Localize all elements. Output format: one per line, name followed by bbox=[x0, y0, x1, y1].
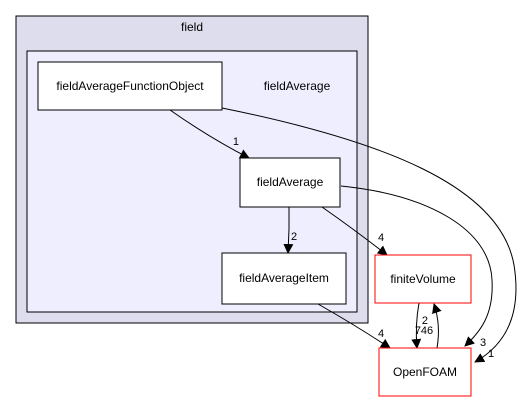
edge-of-to-fv-label: 2 bbox=[422, 315, 428, 327]
edge-fv-to-of bbox=[411, 302, 422, 349]
node-fieldaverageitem-label: fieldAverageItem bbox=[239, 271, 329, 285]
edge-fa-to-fai bbox=[283, 207, 294, 254]
edge-fv-to-of-label: 746 bbox=[415, 325, 433, 337]
edge-fa-to-fv bbox=[321, 206, 388, 256]
edge-fa-to-fv-label: 4 bbox=[378, 232, 384, 244]
edge-fai-to-of bbox=[317, 303, 391, 349]
edge-fa-to-of-label: 3 bbox=[480, 337, 486, 349]
node-fieldaverageitem[interactable]: fieldAverageItem bbox=[221, 252, 347, 305]
edge-fai-to-of-label: 4 bbox=[378, 328, 384, 340]
edge-fafo-to-fa bbox=[169, 109, 250, 159]
node-finitevolume-label: finiteVolume bbox=[390, 272, 456, 286]
edge-fa-to-of bbox=[340, 185, 493, 347]
edge-of-to-fv bbox=[432, 303, 442, 349]
node-openfoam[interactable]: OpenFOAM bbox=[378, 347, 472, 397]
edge-fa-to-fai-label: 2 bbox=[291, 231, 297, 243]
edge-fafo-to-of-label: 1 bbox=[488, 348, 494, 360]
edges: 1 2 4 3 1 4 746 2 bbox=[169, 107, 517, 363]
node-fieldaverage-label: fieldAverage bbox=[257, 175, 324, 189]
node-fieldaverage[interactable]: fieldAverage bbox=[239, 157, 341, 208]
cluster-fieldaverage-label: fieldAverage bbox=[264, 79, 331, 93]
node-openfoam-label: OpenFOAM bbox=[393, 365, 457, 379]
node-fieldaveragefunctionobject[interactable]: fieldAverageFunctionObject bbox=[37, 61, 223, 111]
edge-fafo-to-fa-label: 1 bbox=[233, 136, 239, 148]
node-finitevolume[interactable]: finiteVolume bbox=[374, 254, 472, 304]
edge-fafo-to-of bbox=[221, 107, 517, 363]
cluster-field-label: field bbox=[181, 20, 203, 34]
node-fieldaveragefunctionobject-label: fieldAverageFunctionObject bbox=[56, 79, 204, 93]
